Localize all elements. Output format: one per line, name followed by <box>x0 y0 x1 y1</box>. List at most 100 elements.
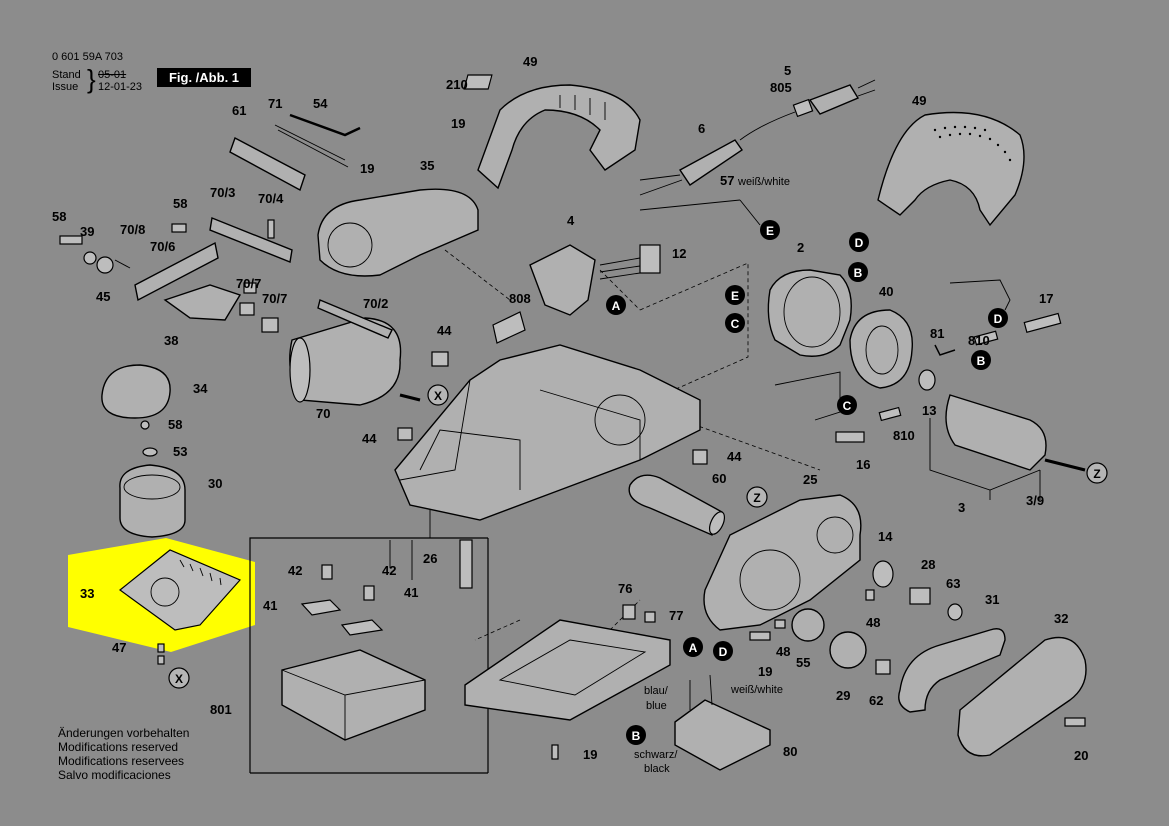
fence-plate-70-3[interactable] <box>209 217 293 263</box>
base-plate-801[interactable] <box>281 649 426 741</box>
svg-text:B: B <box>854 266 863 280</box>
part-label: 12 <box>672 246 686 261</box>
pulley-28[interactable] <box>909 587 931 605</box>
motor-field-2[interactable] <box>767 269 852 357</box>
alignment-markers: X X Z Z <box>168 384 1108 689</box>
belt-cover-32[interactable] <box>957 636 1087 757</box>
armature-3[interactable] <box>945 394 1047 471</box>
carbon-brush-810-b[interactable] <box>973 330 999 346</box>
screw-19-c[interactable] <box>749 631 771 641</box>
handle-49-right[interactable] <box>877 111 1025 227</box>
connector-b-marker[interactable]: B <box>971 350 991 370</box>
switch-4[interactable] <box>529 244 596 316</box>
part-label: 19 <box>451 116 465 131</box>
shaft-26[interactable] <box>459 539 473 589</box>
screw-42[interactable] <box>321 564 333 580</box>
brush-holder-17[interactable] <box>1023 312 1062 333</box>
pin-47[interactable] <box>157 643 165 653</box>
bushing-62[interactable] <box>875 659 891 675</box>
bearing-holder-40[interactable] <box>849 309 914 389</box>
knob-45[interactable] <box>96 256 114 274</box>
scale-33-center <box>150 577 180 607</box>
bearing-14[interactable] <box>872 560 894 588</box>
power-plug-5[interactable] <box>808 84 860 115</box>
sole-plate[interactable] <box>464 619 671 721</box>
part-label: 6 <box>698 121 705 136</box>
screw-42-b[interactable] <box>363 585 375 601</box>
part-label: 70/7 <box>262 291 287 306</box>
screw-58-c[interactable] <box>140 420 150 430</box>
capacitor-12[interactable] <box>639 244 661 274</box>
assembly-line <box>474 619 521 641</box>
washer-53[interactable] <box>142 447 158 457</box>
clip-44[interactable] <box>431 351 449 367</box>
bushing-70-7-b[interactable] <box>261 317 279 333</box>
connector-e-marker[interactable]: E <box>725 285 745 305</box>
connector-d-marker[interactable]: D <box>988 308 1008 328</box>
brush-holder-16[interactable] <box>835 431 865 443</box>
connector-c-marker[interactable]: C <box>837 395 857 415</box>
connector-b-marker[interactable]: B <box>626 725 646 745</box>
bearing-13[interactable] <box>918 369 936 391</box>
cable-sleeve-805[interactable] <box>792 98 814 118</box>
hex-key-54[interactable] <box>289 113 361 137</box>
handle-cover-49[interactable] <box>477 84 641 190</box>
svg-text:C: C <box>731 317 740 331</box>
pin-47-b[interactable] <box>157 655 165 665</box>
screw-19-d[interactable] <box>551 744 559 760</box>
part-label: 49 <box>523 54 537 69</box>
screw-58[interactable] <box>59 235 83 245</box>
bracket-38[interactable] <box>163 284 242 321</box>
cable-protector-6[interactable] <box>678 139 743 186</box>
pulley-29[interactable] <box>829 631 867 669</box>
screw-48[interactable] <box>865 589 875 601</box>
pulley-55[interactable] <box>791 608 825 642</box>
chip-tube-60[interactable] <box>628 474 723 536</box>
nut-63[interactable] <box>947 603 963 621</box>
guide-rail-61[interactable] <box>229 137 306 192</box>
spring-77[interactable] <box>644 611 656 623</box>
depth-scale-33[interactable] <box>119 549 242 631</box>
fan-cover-35[interactable] <box>317 188 479 277</box>
washer-39[interactable] <box>83 251 97 265</box>
connector-a-marker[interactable]: A <box>683 637 703 657</box>
part-label: 14 <box>878 529 893 544</box>
connector-b-marker[interactable]: B <box>848 262 868 282</box>
knob-70-7[interactable] <box>243 282 257 294</box>
alignment-x-marker[interactable]: X <box>168 667 190 689</box>
knob-base-30[interactable] <box>119 464 186 538</box>
label-plate-210[interactable] <box>463 74 493 90</box>
spring-81[interactable] <box>934 344 956 356</box>
blade-70-2[interactable] <box>317 299 393 339</box>
belt-cover-25[interactable] <box>703 494 862 631</box>
bushing-70-7[interactable] <box>239 302 255 316</box>
drive-belt-31[interactable] <box>898 628 1006 713</box>
connector-d-marker[interactable]: D <box>713 641 733 661</box>
clamp-41[interactable] <box>300 599 342 616</box>
fence-bracket-70-6[interactable] <box>134 241 219 302</box>
screw-58-b[interactable] <box>171 223 187 233</box>
depth-knob-34[interactable] <box>101 364 171 419</box>
alignment-x-marker[interactable]: X <box>427 384 449 406</box>
screw-70-4[interactable] <box>267 219 275 239</box>
clip-44-b[interactable] <box>397 427 413 441</box>
lever-76[interactable] <box>622 604 636 620</box>
screw-20[interactable] <box>1064 717 1086 727</box>
label-808[interactable] <box>492 311 526 344</box>
connector-e-marker[interactable]: E <box>760 220 780 240</box>
main-housing[interactable] <box>394 344 701 521</box>
note-line: Modifications reserved <box>58 740 179 754</box>
connector-a-marker[interactable]: A <box>606 295 626 315</box>
connector-c-marker[interactable]: C <box>725 313 745 333</box>
screw-48-b[interactable] <box>774 619 786 629</box>
carbon-brush-810[interactable] <box>878 406 902 422</box>
alignment-z-marker[interactable]: Z <box>1086 462 1108 484</box>
alignment-z-marker[interactable]: Z <box>746 486 768 508</box>
connector-d-marker[interactable]: D <box>849 232 869 252</box>
part-label: 17 <box>1039 291 1053 306</box>
terminal-board-80[interactable] <box>674 699 771 771</box>
stand-label: Stand <box>52 69 81 81</box>
part-label: 77 <box>669 608 683 623</box>
clamp-41-b[interactable] <box>340 619 384 636</box>
clip-44-c[interactable] <box>692 449 708 465</box>
